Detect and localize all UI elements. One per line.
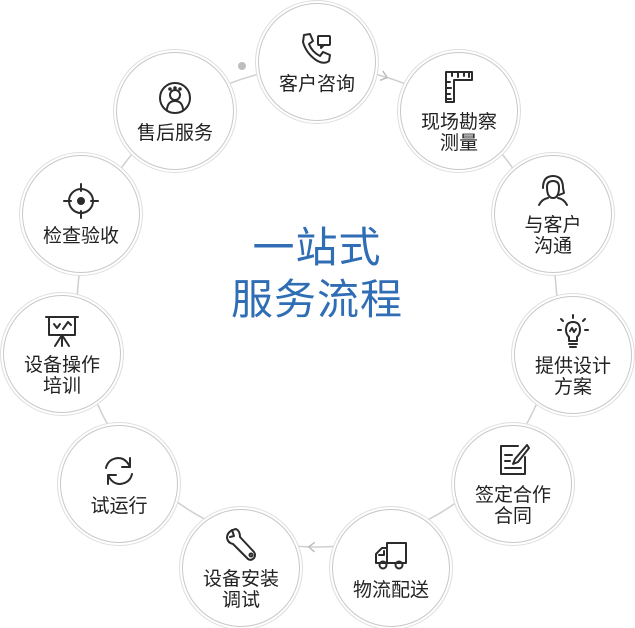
- step-label: 与客户 沟通: [524, 214, 582, 257]
- step-site-survey[interactable]: 现场勘察 测量: [400, 52, 518, 170]
- flow-arrow-1: [379, 70, 389, 81]
- step-communicate[interactable]: 与客户 沟通: [494, 155, 612, 273]
- target-icon: [62, 182, 100, 220]
- step-label: 设备安装 调试: [202, 568, 279, 611]
- step-label: 现场勘察 测量: [420, 111, 497, 154]
- step-logistics[interactable]: 物流配送: [332, 509, 450, 627]
- flow-arrow-6: [307, 541, 316, 553]
- step-operation-training[interactable]: 设备操作 培训: [3, 295, 121, 413]
- center-title-line2: 服务流程: [230, 275, 403, 324]
- step-design-proposal[interactable]: 提供设计 方案: [514, 296, 632, 414]
- refresh-icon: [100, 452, 138, 490]
- step-label: 提供设计 方案: [534, 355, 611, 398]
- center-title-line1: 一站式: [252, 223, 382, 272]
- step-label: 试运行: [90, 494, 148, 517]
- ring-dot: [238, 62, 246, 70]
- step-label: 客户咨询: [278, 72, 355, 95]
- presentation-icon: [43, 311, 81, 349]
- ruler-icon: [440, 68, 478, 106]
- center-title: 一站式 服务流程: [177, 222, 457, 326]
- lightbulb-icon: [554, 312, 592, 350]
- step-customer-consult[interactable]: 客户咨询: [258, 3, 376, 121]
- step-trial-run[interactable]: 试运行: [60, 425, 178, 543]
- step-after-sales[interactable]: 售后服务: [116, 52, 234, 170]
- step-install-debug[interactable]: 设备安装 调试: [182, 509, 300, 627]
- step-label: 售后服务: [136, 121, 213, 144]
- headset-icon: [534, 171, 572, 209]
- step-label: 物流配送: [352, 578, 429, 601]
- contract-icon: [494, 441, 532, 479]
- truck-icon: [372, 536, 410, 574]
- step-inspection-acceptance[interactable]: 检查验收: [22, 155, 140, 273]
- phone-icon: [298, 30, 336, 68]
- step-label: 签定合作 合同: [474, 484, 551, 527]
- wrench-icon: [222, 525, 260, 563]
- step-sign-contract[interactable]: 签定合作 合同: [454, 425, 572, 543]
- step-label: 设备操作 培训: [23, 354, 100, 397]
- step-label: 检查验收: [42, 224, 119, 247]
- service-person-icon: [156, 79, 194, 117]
